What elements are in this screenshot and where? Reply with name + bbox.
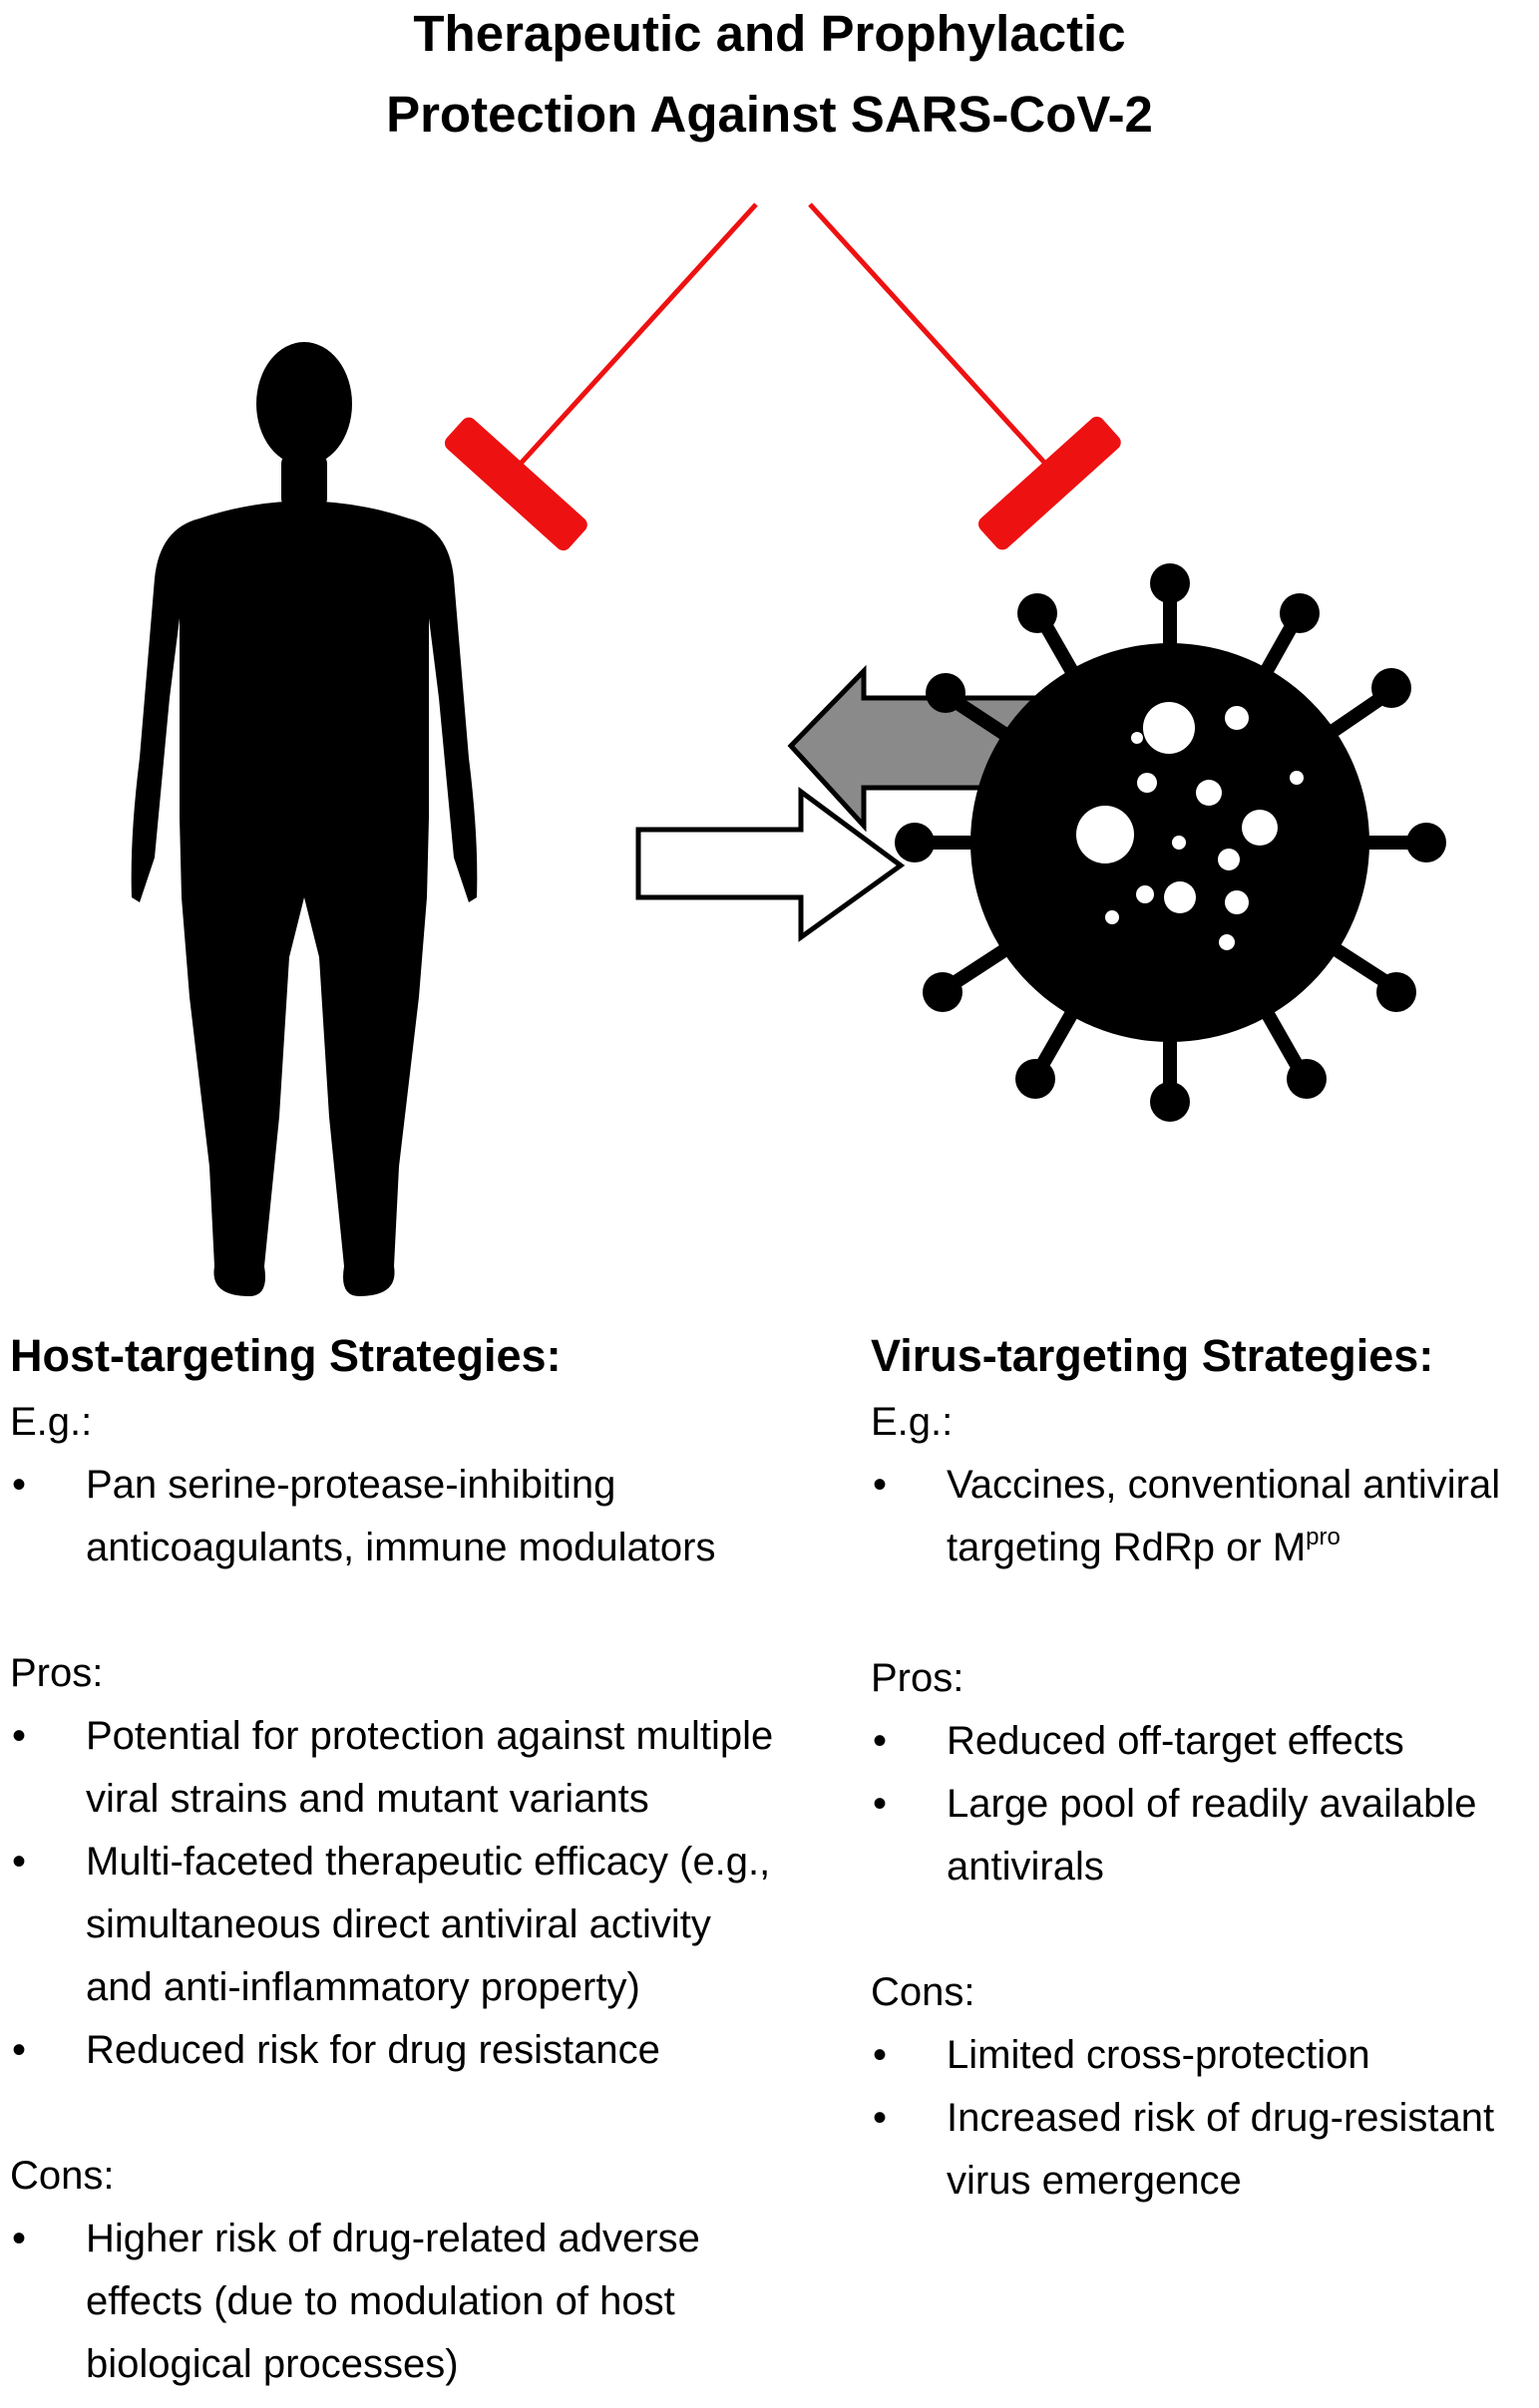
list-item: • Vaccines, conventional antiviral targe…: [871, 1454, 1529, 1584]
list-item-line: targeting RdRp or Mpro: [947, 1517, 1529, 1584]
inhibition-icon: [444, 202, 758, 551]
list-item-line: Multi-faceted therapeutic efficacy (e.g.…: [86, 1840, 771, 1884]
virus-heading: Virus-targeting Strategies:: [871, 1330, 1434, 1381]
list-item: • Potential for protection against multi…: [10, 1705, 868, 1831]
bullet: •: [873, 1782, 888, 1826]
list-item-line: Increased risk of drug-resistant: [947, 2096, 1495, 2140]
host-strategies-column: Host-targeting Strategies: E.g.: • Pan s…: [10, 1321, 868, 2396]
virus-pros-label: Pros:: [871, 1656, 964, 1700]
list-item: • Pan serine-protease-inhibiting anticoa…: [10, 1454, 868, 1579]
list-item-line: Reduced off-target effects: [947, 1719, 1404, 1763]
bullet: •: [12, 1463, 27, 1507]
list-item-line: anticoagulants, immune modulators: [86, 1526, 716, 1569]
list-item-line: Limited cross-protection: [947, 2033, 1370, 2077]
list-item-line: Potential for protection against multipl…: [86, 1714, 774, 1758]
list-item: • Higher risk of drug-related adverse ef…: [10, 2208, 868, 2396]
bullet: •: [873, 2096, 888, 2140]
virus-eg-label: E.g.:: [871, 1400, 954, 1444]
list-item-line: Vaccines, conventional antiviral: [947, 1463, 1501, 1507]
bullet: •: [12, 1840, 27, 1884]
host-eg-list: • Pan serine-protease-inhibiting anticoa…: [10, 1454, 868, 1579]
virus-strategies-column: Virus-targeting Strategies: E.g.: • Vacc…: [871, 1321, 1529, 2213]
bullet: •: [873, 2033, 888, 2077]
host-heading: Host-targeting Strategies:: [10, 1330, 562, 1381]
host-cons-label: Cons:: [10, 2154, 115, 2198]
list-item: • Large pool of readily available antivi…: [871, 1773, 1529, 1898]
virus-cons-label: Cons:: [871, 1970, 975, 2014]
host-eg-label: E.g.:: [10, 1400, 93, 1444]
bullet: •: [873, 1719, 888, 1763]
list-item: • Multi-faceted therapeutic efficacy (e.…: [10, 1831, 868, 2019]
virus-icon: [895, 563, 1446, 1122]
bullet: •: [12, 1714, 27, 1758]
host-pros-list: • Potential for protection against multi…: [10, 1705, 868, 2082]
human-silhouette-icon: [131, 342, 478, 1296]
inhibition-icon: [808, 202, 1121, 550]
list-item: • Increased risk of drug-resistant virus…: [871, 2087, 1529, 2213]
diagram-art: [131, 202, 1446, 1296]
list-item-line: antivirals: [947, 1845, 1104, 1889]
list-item-line: effects (due to modulation of host: [86, 2279, 675, 2323]
list-item-line: Reduced risk for drug resistance: [86, 2028, 660, 2072]
bullet: •: [12, 2217, 27, 2260]
list-item-line: virus emergence: [947, 2159, 1242, 2203]
list-item: • Limited cross-protection: [871, 2024, 1529, 2087]
list-item-line: Pan serine-protease-inhibiting: [86, 1463, 616, 1507]
list-item-line: Large pool of readily available: [947, 1782, 1477, 1826]
bullet: •: [12, 2028, 27, 2072]
list-item-text: targeting RdRp or M: [947, 1526, 1307, 1569]
virus-cons-list: • Limited cross-protection • Increased r…: [871, 2024, 1529, 2213]
list-item-line: biological processes): [86, 2342, 459, 2386]
right-arrow-icon: [635, 787, 906, 942]
list-item-line: viral strains and mutant variants: [86, 1777, 649, 1821]
superscript-pro: pro: [1306, 1524, 1341, 1550]
list-item: • Reduced risk for drug resistance: [10, 2019, 868, 2082]
list-item-line: simultaneous direct antiviral activity: [86, 1902, 711, 1946]
host-cons-list: • Higher risk of drug-related adverse ef…: [10, 2208, 868, 2396]
list-item-line: Higher risk of drug-related adverse: [86, 2217, 700, 2260]
title-line-2: Protection Against SARS-CoV-2: [386, 86, 1153, 143]
list-item-line: and anti-inflammatory property): [86, 1965, 640, 2009]
title-line-1: Therapeutic and Prophylactic: [413, 5, 1126, 62]
bullet: •: [873, 1463, 888, 1507]
list-item: • Reduced off-target effects: [871, 1710, 1529, 1773]
virus-pros-list: • Reduced off-target effects • Large poo…: [871, 1710, 1529, 1898]
virus-eg-list: • Vaccines, conventional antiviral targe…: [871, 1454, 1529, 1584]
host-pros-label: Pros:: [10, 1651, 104, 1695]
